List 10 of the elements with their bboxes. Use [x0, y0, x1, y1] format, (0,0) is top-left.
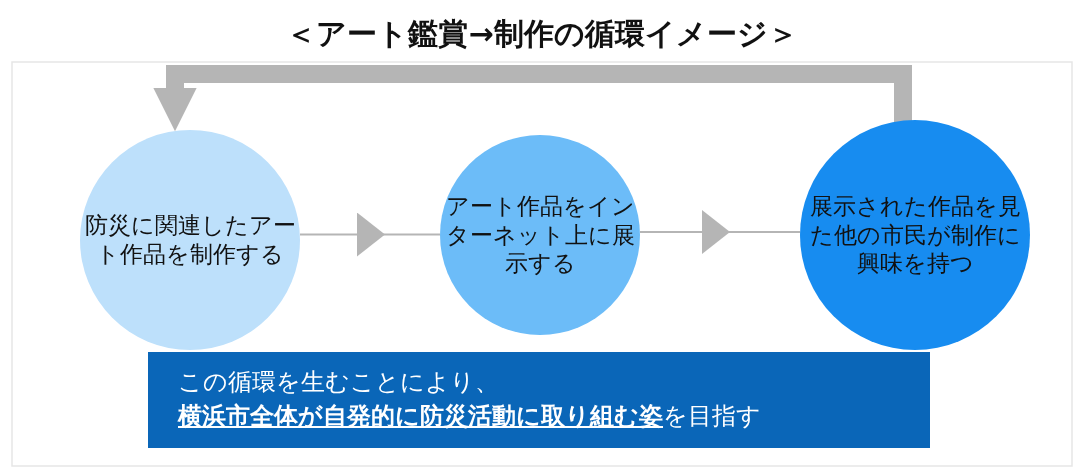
chevron-arrow — [299, 212, 441, 257]
circle-text: 防災に関連したアート作品を制作する — [83, 211, 297, 269]
circle-text: 展示された作品を見た他の市民が制作に興味を持つ — [808, 191, 1022, 279]
chevron-arrow — [639, 210, 801, 254]
banner-text: 横浜市全体が自発的に防災活動に取り組む姿を目指す — [178, 401, 761, 432]
message-banner — [148, 352, 930, 448]
return-arrow — [153, 65, 912, 132]
circle-text: アート作品をインターネット上に展示する — [444, 191, 636, 279]
banner-text: この循環を生むことにより、 — [178, 367, 499, 399]
diagram-title: ＜アート鑑賞→制作の循環イメージ＞ — [285, 15, 799, 53]
